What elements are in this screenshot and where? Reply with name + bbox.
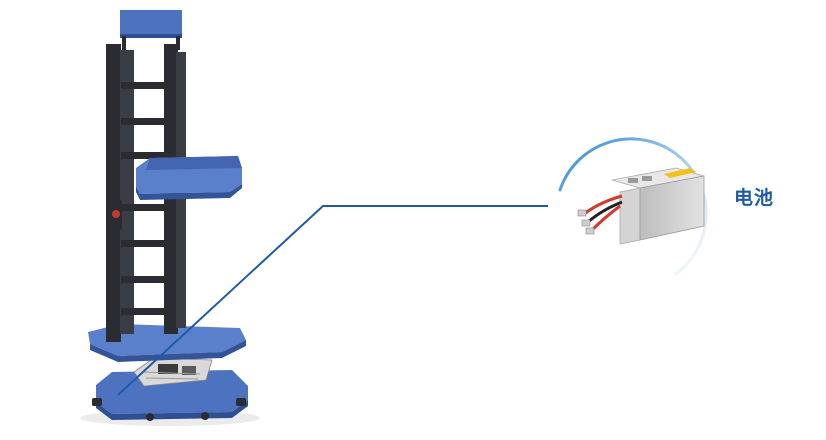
callout-arc <box>558 137 708 276</box>
top-panel <box>120 10 182 50</box>
battery-label-sticker <box>664 168 696 178</box>
robot-illustration <box>80 10 260 426</box>
leader-line <box>117 205 548 396</box>
battery-callout-label: 电池 <box>734 187 775 209</box>
battery-illustration <box>577 167 705 245</box>
battery-wire-black <box>587 200 623 224</box>
lift-tray <box>136 156 242 200</box>
battery-wire-red <box>583 194 623 216</box>
